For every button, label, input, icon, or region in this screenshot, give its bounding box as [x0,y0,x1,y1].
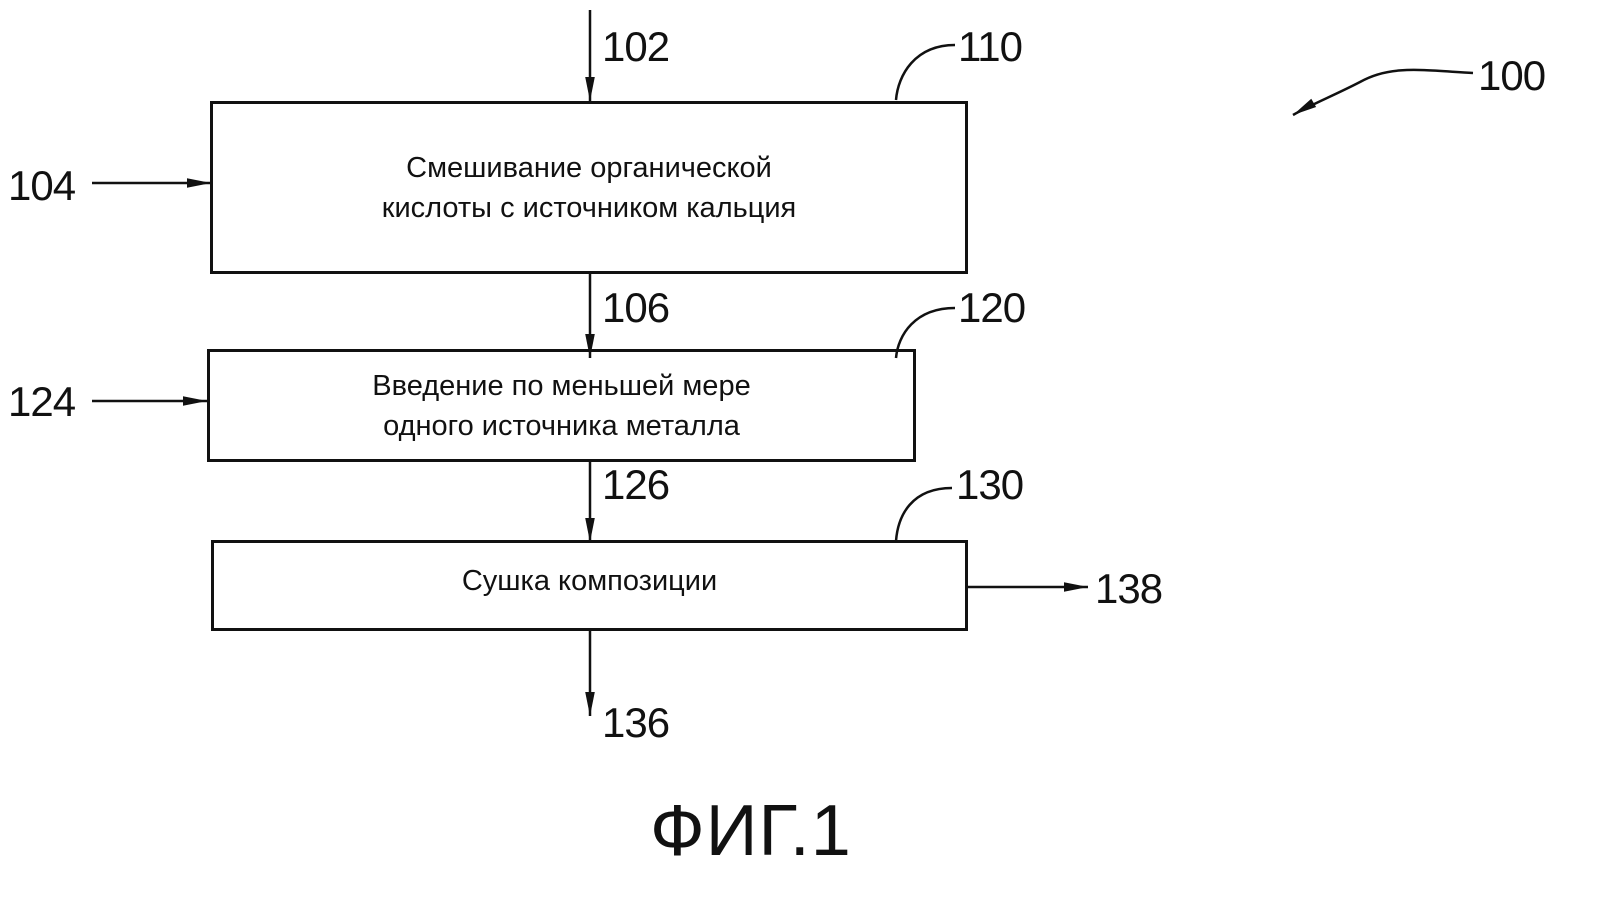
step-box-110: Смешивание органической кислоты с источн… [210,101,968,274]
ref-138: 138 [1095,565,1163,612]
step-label-120: Введение по меньшей мере одного источник… [372,369,751,442]
step-label-110: Смешивание органической кислоты с источн… [381,151,797,224]
ref-110: 110 [958,23,1023,70]
ref-120: 120 [958,284,1026,331]
leader-100 [1292,68,1474,117]
step-box-120: Введение по меньшей мере одного источник… [207,349,916,462]
ref-130: 130 [956,461,1024,508]
ref-124: 124 [8,378,76,425]
leader-130 [894,486,953,542]
ref-102: 102 [602,23,670,70]
ref-100: 100 [1478,52,1546,99]
step-box-130: Сушка композиции [211,540,968,631]
ref-136: 136 [602,699,670,746]
figure-caption: ФИГ.1 [650,791,852,871]
ref-104: 104 [8,162,76,209]
ref-106: 106 [602,284,670,331]
leader-110 [894,43,956,101]
step-label-130: Сушка композиции [461,564,718,597]
ref-126: 126 [602,461,670,508]
